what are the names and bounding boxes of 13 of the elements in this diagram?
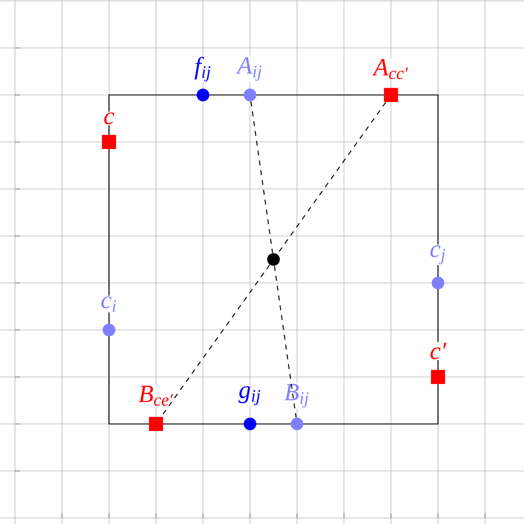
dot-point <box>267 253 280 266</box>
point-label: c <box>102 112 116 126</box>
point-label: c′ <box>428 342 448 360</box>
point-label: g$_{ij}$ <box>238 385 262 406</box>
dashed-line <box>250 101 274 254</box>
point-label: c$_{j}$ <box>428 244 448 266</box>
point-label: B$_{ce′}$ <box>138 384 174 407</box>
point-label: f$_{ij}$ <box>194 56 212 82</box>
point-label: A$_{ij}$ <box>236 56 264 82</box>
point-label: B$_{ij}$ <box>283 383 311 408</box>
point-label: c$_{i}$ <box>100 296 118 313</box>
point-label: A$_{cc′}$ <box>372 58 410 80</box>
dashed-line <box>274 266 297 418</box>
